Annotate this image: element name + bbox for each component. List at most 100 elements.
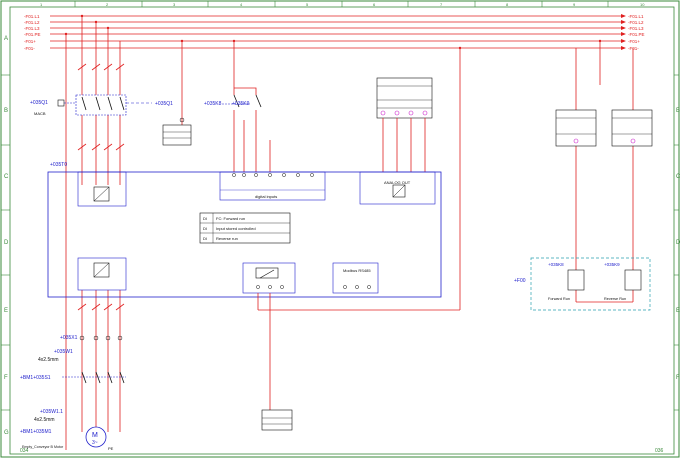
row-label-f: F [4,375,8,381]
col-label-6: 6 [373,2,376,7]
motor-phase: 3~ [92,440,98,446]
bus-left-plus: -F01+ [24,39,36,44]
bus-right-pe: -F01.PE [628,32,645,37]
bus-labels-right: -F01.L1 -F01.L2 -F01.L3 -F01.PE -F01+ -F… [628,14,645,51]
vfd-relay-out [242,262,296,294]
bus-left-pe: -F01.PE [24,32,41,37]
vfd-tag: +035T0 [50,162,67,168]
row-label-f-right: F [676,375,680,381]
q1-aux-block [162,41,192,146]
frame-row-ticks [1,74,679,411]
sheet-next: 036 [655,448,664,454]
col-label-8: 8 [506,2,509,7]
bus-labels-left: -F01.L1 -F01.L2 -F01.L3 -F01.PE -F01+ -F… [24,14,41,51]
bus-left-l2: -F01.L2 [24,20,40,25]
motor-pe: PE [108,446,114,451]
col-label-1: 1 [40,2,43,7]
row-label-g: G [4,430,9,436]
feeder-drops [65,16,121,450]
row-label-e: E [4,308,8,314]
bus-left-l3: -F01.L3 [24,26,40,31]
motor-m1[interactable]: M 3~ [85,426,107,448]
col-label-2: 2 [106,2,109,7]
w11-tag: +035W1.1 [40,409,63,415]
modbus-label: Modbus RS485 [343,268,371,273]
w11-cable: 4x2.5mm [34,417,55,423]
legend-text-2: Input stored controlled [216,226,256,231]
motor-symbol: M [92,432,98,439]
bus-right-l2: -F01.L2 [628,20,644,25]
k8-tag: +035K8 [204,101,222,107]
row-label-a: A [4,36,8,42]
breaker-q1[interactable] [57,94,127,116]
row-label-c-right: C [676,174,680,180]
row-label-b: B [4,108,8,114]
k8-aux-block [555,109,597,147]
col-label-4: 4 [240,2,243,7]
legend-code-2: DI [203,226,207,231]
k8-contact[interactable] [233,41,240,172]
bus-left-l1: -F01.L1 [24,14,40,19]
relay-terminal-box [261,409,293,431]
legend-code-1: DI [203,216,207,221]
legend-text: DI FC: Forward run DI Input stored contr… [203,216,256,241]
coil-k9-tag: +035K9 [604,262,620,267]
x1-tag: +035X1 [60,335,78,341]
row-label-c: C [4,174,9,180]
motor-name: Empty_Conveyor B Motor [22,445,64,449]
row-label-b-right: B [676,108,680,114]
col-label-10: 10 [640,2,645,7]
vfd-output-stage [77,257,127,291]
vfd-io-label: digital inputs [255,194,277,199]
switch-s1[interactable] [62,371,126,384]
k9-contact[interactable] [234,87,262,172]
bus-left-minus: -F01- [24,46,35,51]
w1-cable: 4x2.5mm [38,357,59,363]
row-label-d-right: D [676,240,680,246]
coil-k8-label: Forward Run [548,297,570,301]
legend-text-3: Reverse run [216,236,238,241]
motor-tag: +BM1+035M1 [20,429,52,435]
sheet-prev: 034 [20,448,29,454]
coil-k9[interactable] [624,269,642,291]
bus-lines [50,15,625,49]
coil-k9-label: Reverse Run [604,297,626,301]
coil-k8[interactable] [567,269,585,291]
legend-code-3: DI [203,236,207,241]
k9-aux-block [611,109,653,147]
q1-right-tag: +035Q1 [155,101,173,107]
vfd-analog-out [359,171,436,205]
q1-tag: +035Q1 [30,100,48,106]
col-label-9: 9 [573,2,576,7]
col-label-7: 7 [440,2,443,7]
row-label-e-right: E [676,308,680,314]
frame-col-ticks [74,1,609,7]
row-label-d: D [4,240,9,246]
coil-k8-tag: +035K8 [548,262,564,267]
bus-junctions [64,14,602,50]
terminal-x1 [79,335,123,341]
di-feeds [243,120,271,172]
frame-inner [9,6,675,455]
col-label-5: 5 [306,2,309,7]
col-label-3: 3 [173,2,176,7]
relay-wiring [257,48,461,410]
coil-enclosure [530,257,651,311]
legend-text-1: FC: Forward run [216,216,245,221]
coil-wiring [575,41,634,303]
vfd-analog-label: ANALOG OUT [384,180,411,185]
bus-arrows [621,14,626,50]
legend-table [199,212,291,244]
feeder-marks [77,63,125,311]
vfd-modbus [332,262,379,294]
bus-right-plus: -F01+ [628,39,640,44]
vfd-input-stage [77,171,127,207]
q1-sub: MACB [34,111,46,116]
f00-tag: +F00 [514,278,526,284]
w1-tag: +035W1 [54,349,73,355]
bus-right-l1: -F01.L1 [628,14,644,19]
bus-right-minus: -F01- [628,46,639,51]
